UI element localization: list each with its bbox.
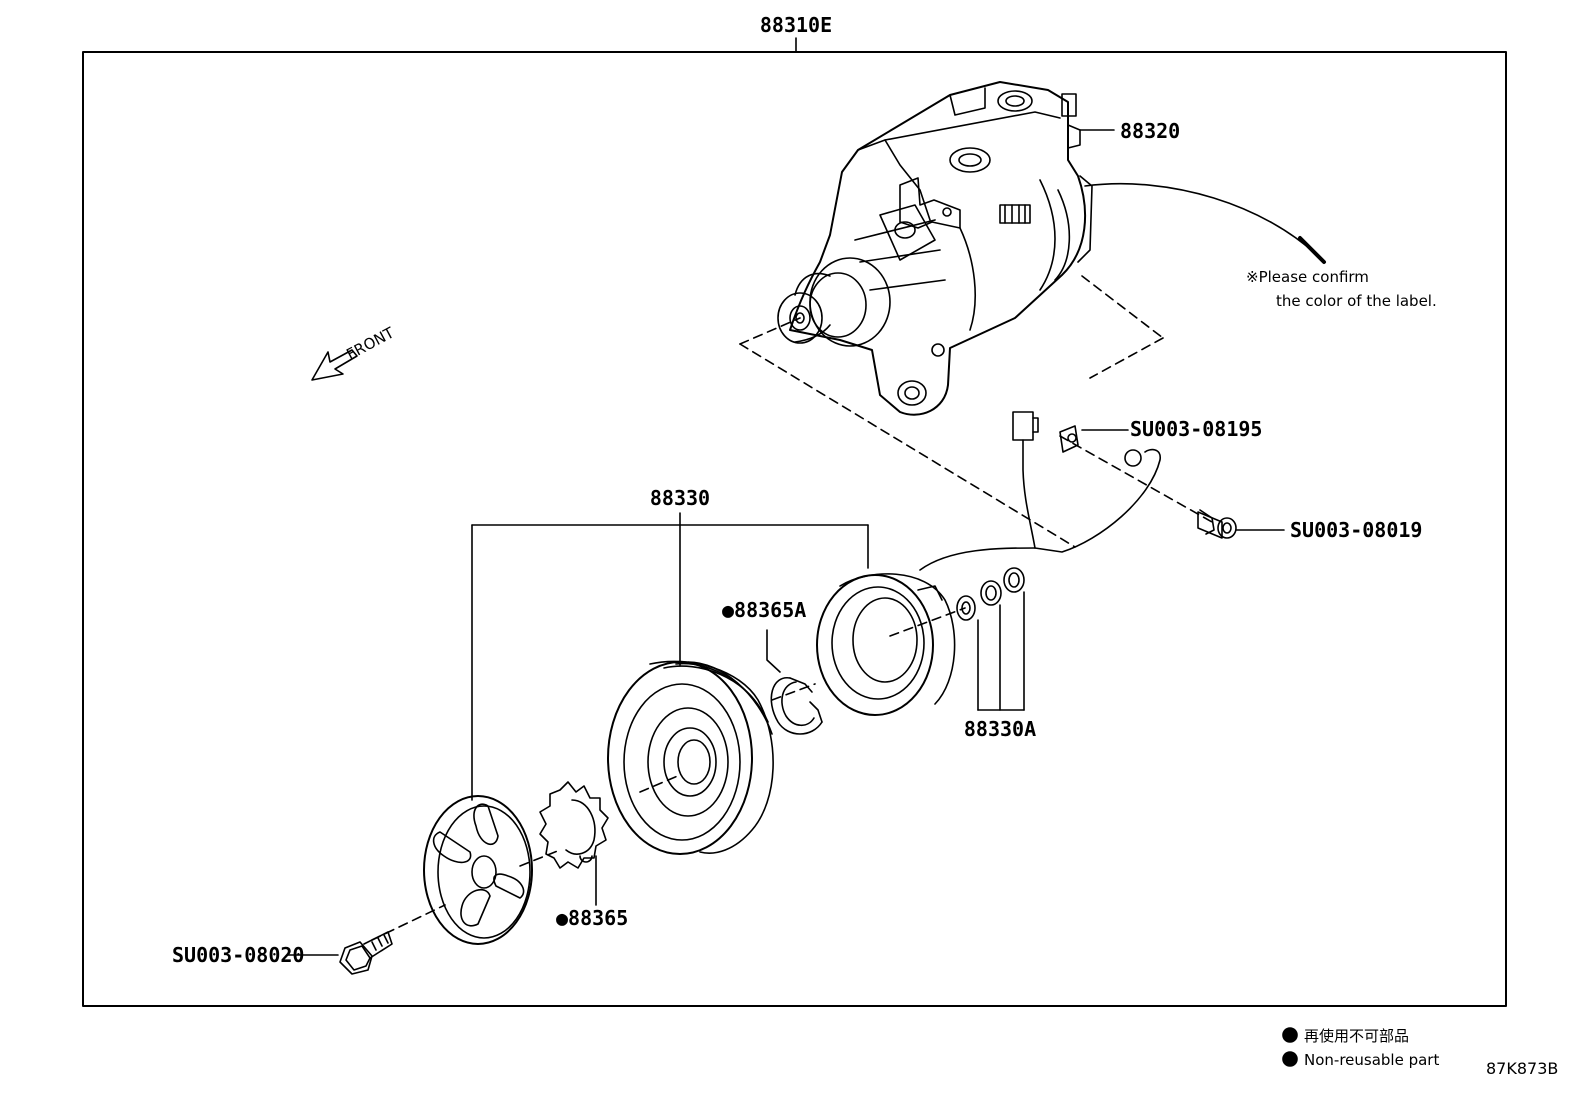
front-arrow-icon [311,349,358,381]
pulley-drawing [607,660,774,855]
snap-ring-outer-part-number: ●88365 [556,906,628,930]
bolt-harness-part-number: SU003-08019 [1290,518,1422,542]
clip-harness-part-number: SU003-08195 [1130,417,1262,441]
legend-dot-en [1282,1051,1298,1067]
bracket-88330 [471,512,869,801]
harness-drawing [919,411,1161,571]
front-label: FRONT [343,323,397,363]
bolt-harness-drawing [1197,509,1285,539]
label-pointer [1084,182,1321,259]
legend-dot-jp [1282,1027,1298,1043]
bolt-front-part-number: SU003-08020 [172,943,304,967]
snap-ring-88365A-drawing [766,629,823,735]
armature-plate-drawing [423,795,533,945]
note-line-2: the color of the label. [1276,292,1437,310]
snap-ring-88365-drawing [539,781,609,906]
assembly-part-number: 88310E [760,13,832,37]
bolt-front-drawing [287,931,393,975]
legend-en-text: Non-reusable part [1304,1051,1439,1069]
compressor-part-number: 88320 [1120,119,1180,143]
compressor-drawing [777,81,1115,416]
clutch-assembly-part-number: 88330 [650,486,710,510]
field-coil-drawing [816,573,956,716]
snap-ring-inner-part-number: ●88365A [722,598,806,622]
legend-jp-text: 再使用不可部品 [1304,1027,1409,1045]
shims-part-number: 88330A [964,717,1036,741]
assembly-frame [82,51,1507,1007]
shims-drawing [956,567,1025,711]
note-line-1: ※Please confirm [1246,268,1369,286]
diagram-code: 87K873B [1486,1059,1558,1078]
